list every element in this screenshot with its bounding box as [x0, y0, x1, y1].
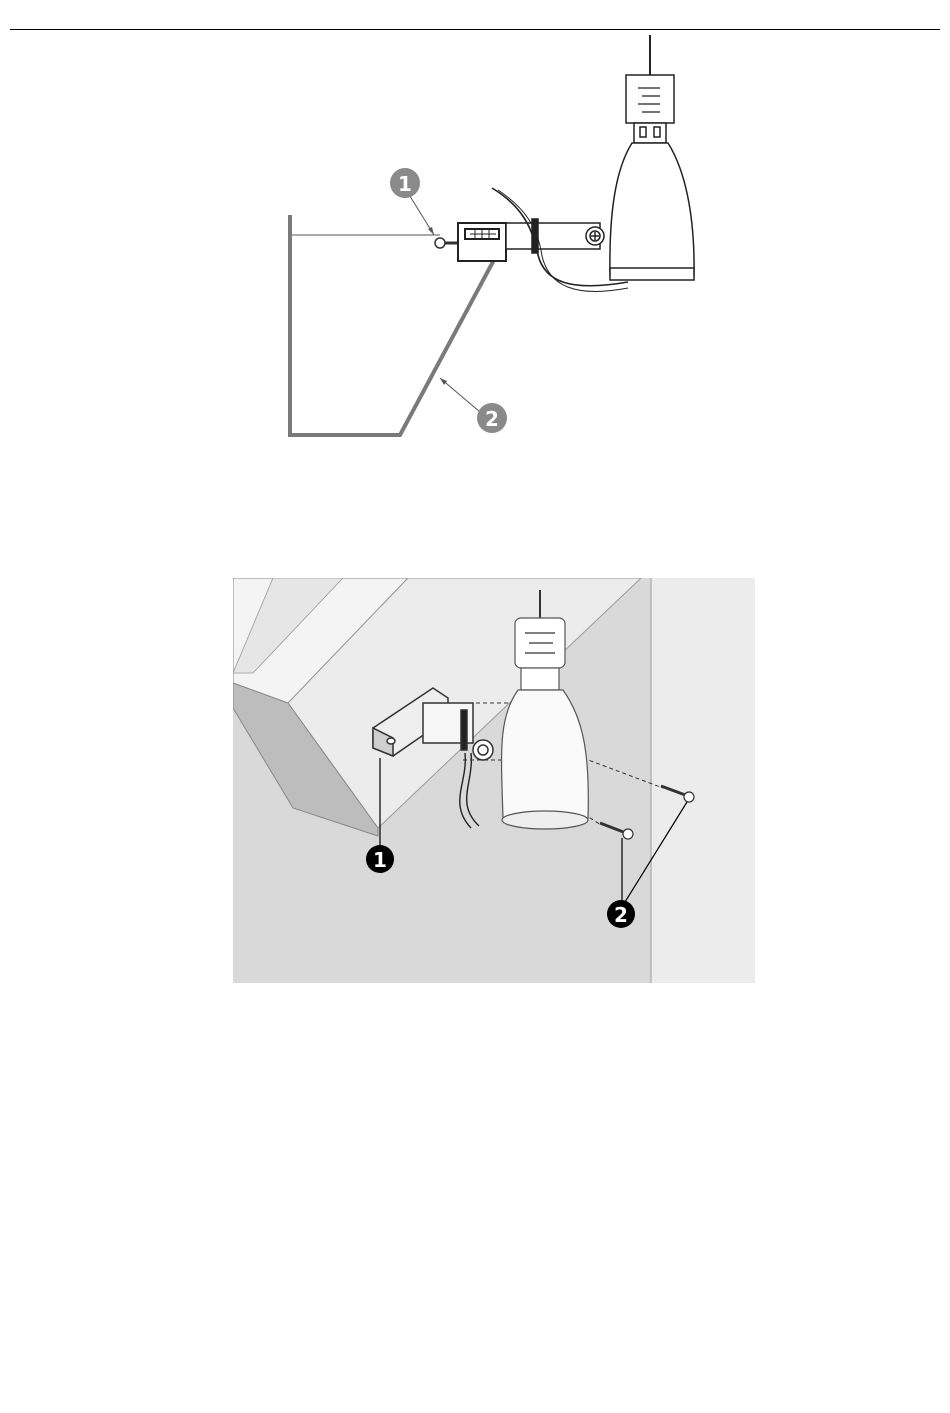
- clamp-screw-head: [435, 238, 445, 248]
- callout-2-label: 2: [485, 407, 499, 431]
- wall-mount-illustration: 1 2: [233, 578, 755, 983]
- side-wall-panel: [651, 578, 755, 983]
- clamp-bracket: [458, 223, 506, 261]
- lamp-holder: [610, 35, 694, 280]
- callout-2-label: 2: [614, 903, 628, 927]
- callout-1-label: 1: [398, 172, 412, 196]
- mounting-arm: [506, 219, 604, 253]
- callout-1-leader: [408, 193, 434, 235]
- callout-2-leader: [440, 378, 480, 412]
- callout-1-label: 1: [373, 848, 387, 872]
- clamp-mount-diagram: 1 2: [270, 30, 710, 450]
